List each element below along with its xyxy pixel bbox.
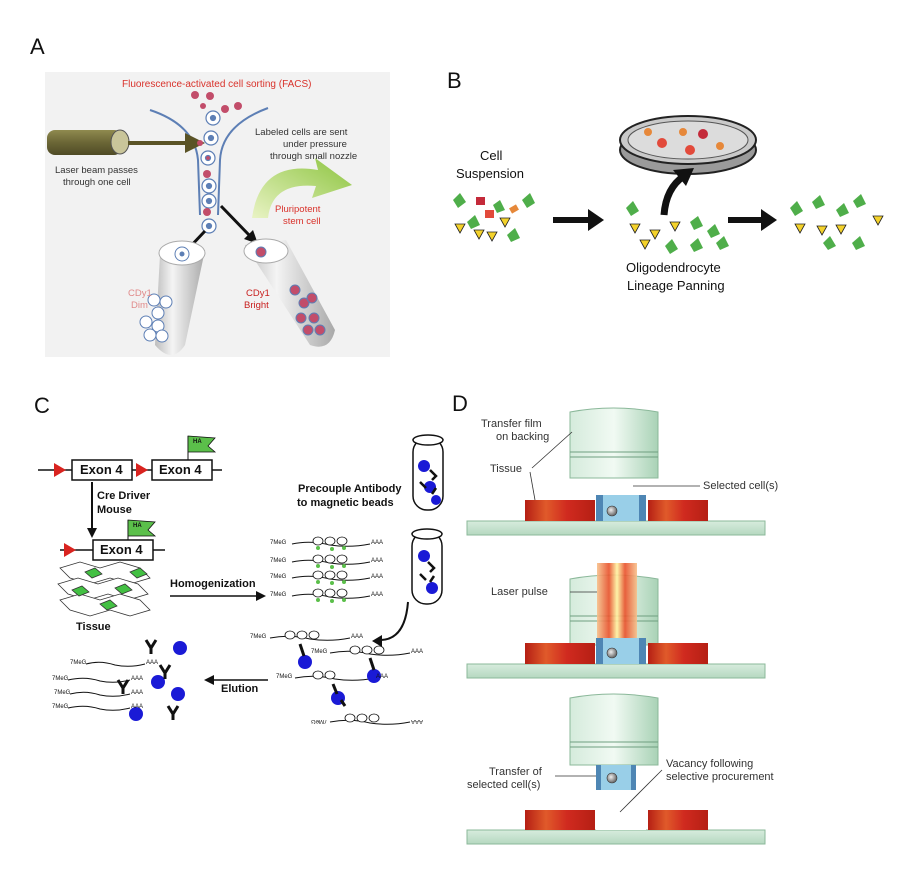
green-curved-arrow (252, 158, 352, 218)
exon-box-1 (71, 459, 133, 481)
laser-label-line1: Laser beam passes (55, 165, 138, 176)
nozzle-label-line3: through small nozzle (270, 151, 358, 162)
cap-label: 7MeG (270, 574, 287, 580)
purified-cells (790, 194, 884, 250)
cell-suspension-label-line2: Suspension (456, 166, 524, 181)
polya-label: AAA (131, 704, 144, 710)
cap-label: 7MeG (276, 674, 293, 680)
bead-tube-1 (412, 434, 444, 511)
cap-label: 7MeG (52, 704, 69, 710)
cell-suspension-label-line1: Cell (480, 148, 503, 163)
exon-box-3 (92, 539, 154, 561)
ribosomes-1 (312, 536, 348, 598)
transfer-film-label-line2: on backing (496, 431, 550, 443)
cap-label: 7MeG (250, 634, 267, 640)
tube-dim (139, 240, 206, 355)
cdy1-bright-label-line2: Bright (244, 300, 269, 311)
cap-label: 7MeG (52, 676, 69, 682)
eluted-beads (129, 641, 187, 721)
cre-driver-label-line2: Mouse (97, 504, 132, 516)
tissue-label-d: Tissue (490, 463, 522, 475)
cap-label: 7MeG (270, 540, 287, 546)
transfer-film-label-line1: Transfer film (481, 418, 542, 430)
lcm-step-3 (466, 693, 766, 845)
precouple-label-line1: Precouple Antibody (298, 483, 402, 495)
exon4-label-2: Exon 4 (159, 462, 202, 477)
polya-label: AAA (131, 676, 144, 682)
cap-label: 7MeG (270, 558, 287, 564)
polya-label: AAA (131, 690, 144, 696)
panel-letter-c: C (34, 393, 50, 418)
tube-bright (243, 238, 335, 347)
transfer-cells-label-line1: Transfer of (489, 766, 542, 778)
polya-label: AAA (146, 660, 159, 666)
captured-complexes (269, 635, 411, 725)
cdy1-dim-label-line2: Dim (131, 300, 148, 311)
cap-label: 7MeG (54, 690, 71, 696)
eluted-antibodies (116, 639, 180, 720)
laser-pulse-label: Laser pulse (491, 586, 548, 598)
ha-tag-label-1: HA (193, 439, 202, 445)
homogenization-label: Homogenization (170, 578, 256, 590)
loxp-site-3 (64, 543, 76, 557)
panning-label-line2: Lineage Panning (627, 278, 725, 293)
vacancy-label-line1: Vacancy following (666, 758, 754, 770)
cap-label: 7MeG (270, 592, 287, 598)
ha-flag-1 (187, 435, 217, 453)
ha-tag-label-2: HA (133, 523, 142, 529)
polya-label: AAA (371, 558, 384, 564)
tissue-mesh (57, 561, 151, 617)
panning-label-line1: Oligodendrocyte (626, 260, 721, 275)
eluted-mrna (67, 661, 146, 711)
exon4-label-3: Exon 4 (100, 542, 143, 557)
tissue-label-c: Tissue (76, 621, 111, 633)
polya-label: AAA (371, 592, 384, 598)
lcm-step-1 (466, 407, 766, 536)
panel-letter-a: A (30, 34, 45, 59)
panel-letter-d: D (452, 391, 468, 416)
transfer-cells-label-line2: selected cell(s) (467, 779, 541, 791)
labeled-cells (191, 91, 242, 216)
cdy1-dim-label-line1: CDy1 (128, 288, 152, 299)
loxp-site-1 (54, 463, 66, 477)
loxp-site-2 (136, 463, 148, 477)
laser-icon (47, 130, 122, 155)
exon-box-2 (151, 459, 213, 481)
elution-label: Elution (221, 683, 259, 695)
polya-label: AAA (371, 574, 384, 580)
stem-cell-label-line1: Pluripotent (275, 204, 321, 215)
ha-flag-2 (127, 519, 157, 537)
laser-label-line2: through one cell (63, 177, 131, 188)
petri-dish (619, 115, 757, 175)
bead-tube-2 (411, 528, 443, 605)
lcm-step-2 (466, 563, 766, 679)
cap-label: 7MeG (311, 649, 328, 655)
cell-suspension-cells (453, 193, 535, 242)
nozzle-label-line1: Labeled cells are sent (255, 127, 348, 138)
cre-driver-label-line1: Cre Driver (97, 490, 151, 502)
cap-label: 7MeG (70, 660, 87, 666)
polya-label: AAA (371, 540, 384, 546)
vacancy-label-line2: selective procurement (666, 771, 774, 783)
cdy1-bright-label-line1: CDy1 (246, 288, 270, 299)
exon4-label-1: Exon 4 (80, 462, 123, 477)
nozzle-label-line2: under pressure (283, 139, 347, 150)
panel-letter-b: B (447, 68, 462, 93)
precouple-label-line2: to magnetic beads (297, 497, 394, 509)
selected-cells-label: Selected cell(s) (703, 480, 779, 492)
facs-title: Fluorescence-activated cell sorting (FAC… (122, 79, 312, 90)
polya-label: AAA (376, 674, 389, 680)
cell-stream (200, 110, 221, 234)
stem-cell-label-line2: stem cell (283, 216, 321, 227)
nozzle-right-wall (217, 107, 269, 216)
nozzle-left-wall (149, 109, 201, 216)
polya-label: AAA (411, 649, 424, 655)
polya-label: AAA (351, 634, 364, 640)
panning-cells (626, 201, 729, 254)
